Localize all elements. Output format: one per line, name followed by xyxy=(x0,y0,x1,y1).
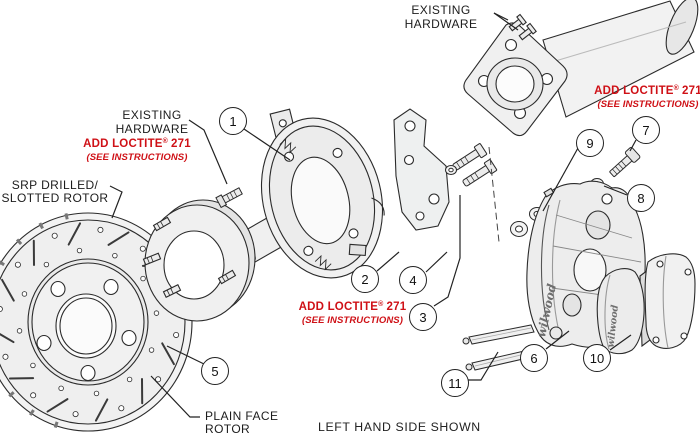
callout-10: 10 xyxy=(583,344,611,372)
add-loctite-text: ADD LOCTITE®271 xyxy=(83,138,191,150)
callout-5: 5 xyxy=(201,357,229,385)
label-existing-hardware-top: EXISTING HARDWARE xyxy=(404,3,478,31)
backing-plate-drawing xyxy=(260,108,385,279)
label-srp-rotor: SRP DRILLED/ SLOTTED ROTOR xyxy=(1,178,109,205)
label-add-loctite-center: ADD LOCTITE®271 (SEE INSTRUCTIONS) xyxy=(275,301,430,326)
assembly-axis-dashed-line xyxy=(488,146,500,243)
callout-6: 6 xyxy=(520,344,548,372)
callout-number: 1 xyxy=(229,113,237,129)
callout-2: 2 xyxy=(351,265,379,293)
see-instructions-text: (SEE INSTRUCTIONS) xyxy=(597,99,699,110)
rotor-drill-slot-pattern xyxy=(0,213,184,429)
label-add-loctite-left: ADD LOCTITE®271 (SEE INSTRUCTIONS) xyxy=(58,138,216,163)
label-existing-hardware-left: EXISTING HARDWARE xyxy=(115,108,189,136)
callout-7: 7 xyxy=(632,116,660,144)
label-add-loctite-right: ADD LOCTITE®271 (SEE INSTRUCTIONS) xyxy=(572,85,700,110)
callout-number: 2 xyxy=(361,271,369,287)
callout-11: 11 xyxy=(441,369,469,397)
hub-ring-drawing xyxy=(142,199,256,322)
callout-number: 4 xyxy=(409,272,417,288)
wheel-stud-drawing xyxy=(215,187,243,209)
callout-9: 9 xyxy=(576,129,604,157)
leader-lines xyxy=(109,12,637,418)
callout-number: 6 xyxy=(530,350,538,366)
mounting-bolts-drawing xyxy=(445,143,498,187)
callout-8: 8 xyxy=(627,184,655,212)
callout-number: 3 xyxy=(419,309,427,325)
callout-number: 10 xyxy=(589,350,605,366)
callout-1: 1 xyxy=(219,107,247,135)
callout-number: 7 xyxy=(642,122,650,138)
add-loctite-text: ADD LOCTITE®271 xyxy=(594,85,700,97)
label-plain-rotor: PLAIN FACE ROTOR xyxy=(205,409,279,436)
callout-3: 3 xyxy=(409,303,437,331)
callout-number: 8 xyxy=(637,190,645,206)
caliper-bolt-drawing xyxy=(609,147,641,178)
see-instructions-text: (SEE INSTRUCTIONS) xyxy=(86,152,188,163)
see-instructions-text: (SEE INSTRUCTIONS) xyxy=(301,315,404,326)
callout-number: 9 xyxy=(586,135,594,151)
brake-pads-drawing xyxy=(596,253,696,355)
caliper-bracket-drawing xyxy=(393,108,450,231)
axle-tube-flange-drawing xyxy=(463,0,699,137)
footer-note: LEFT HAND SIDE SHOWN xyxy=(318,420,481,434)
add-loctite-text: ADD LOCTITE®271 xyxy=(298,301,407,313)
rotor-drawing xyxy=(0,212,193,432)
callout-number: 5 xyxy=(211,363,219,379)
callout-number: 11 xyxy=(448,375,462,391)
callout-4: 4 xyxy=(399,266,427,294)
